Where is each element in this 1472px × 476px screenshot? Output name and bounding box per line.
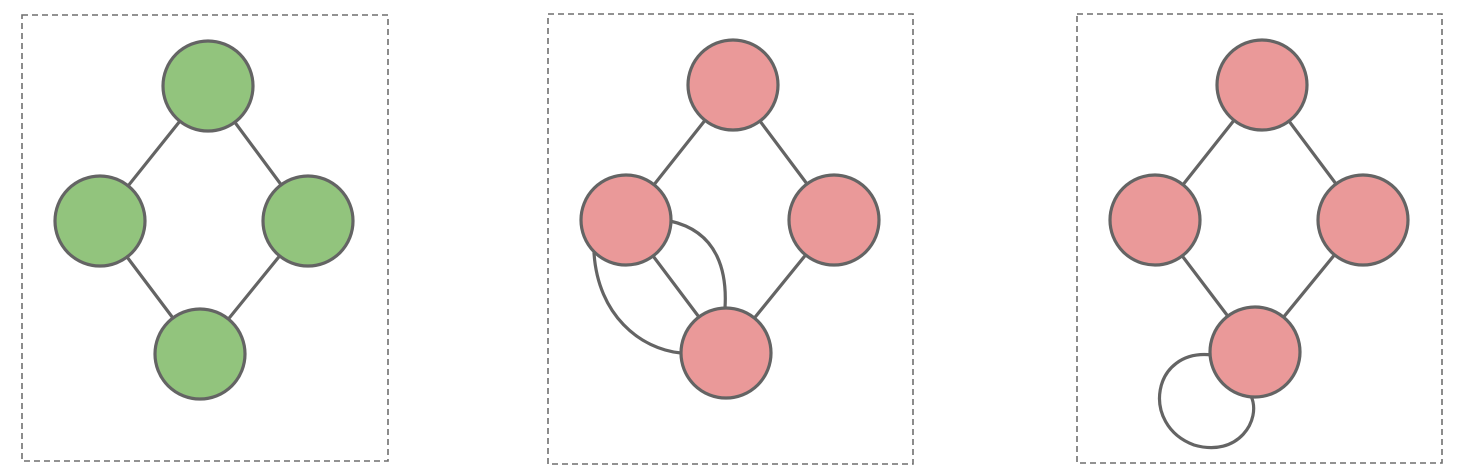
panel-1-node-right bbox=[261, 174, 355, 268]
panel-2-node-bottom bbox=[679, 306, 773, 400]
panel-3-self-loop bbox=[1157, 353, 1256, 450]
panel-2-node-top bbox=[686, 38, 780, 132]
panel-1 bbox=[21, 14, 389, 462]
panel-2-frame bbox=[547, 13, 914, 465]
panel-3-frame bbox=[1076, 13, 1443, 464]
panel-3-node-left bbox=[1108, 173, 1202, 267]
panel-3-node-right bbox=[1316, 173, 1410, 267]
panel-2-node-left bbox=[579, 173, 673, 267]
panel-2-edge-left-bottom-curve-a bbox=[668, 219, 727, 310]
panel-3 bbox=[1076, 13, 1443, 464]
panel-1-frame bbox=[21, 14, 389, 462]
panel-1-node-left bbox=[53, 174, 147, 268]
panel-1-node-bottom bbox=[153, 307, 247, 401]
panel-2-node-right bbox=[787, 173, 881, 267]
panel-1-node-top bbox=[161, 39, 255, 133]
panel-2-edge-left-bottom-curve-b bbox=[592, 251, 683, 355]
panel-2 bbox=[547, 13, 914, 465]
panel-3-node-bottom bbox=[1208, 305, 1302, 399]
panel-3-node-top bbox=[1215, 38, 1309, 132]
